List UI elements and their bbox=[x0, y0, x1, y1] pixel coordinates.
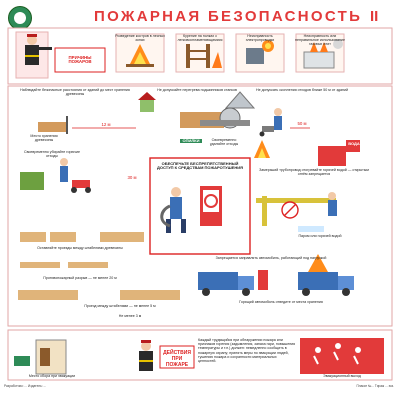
causes-sign-text: ПРИЧИНЫ ПОЖАРОВ bbox=[68, 55, 92, 65]
distance-2: 30 м bbox=[127, 175, 137, 180]
sawmill-machine bbox=[200, 107, 250, 129]
wheelbarrow-worker bbox=[259, 108, 310, 137]
firefighter-figure bbox=[25, 34, 52, 65]
distance-1: 12 м bbox=[101, 122, 111, 127]
caption-bearings: Не допускайте перегрева подшипников стан… bbox=[157, 88, 237, 92]
fire-actions-text: Каждый трудящийся при обнаружении пожара… bbox=[198, 338, 296, 364]
sawdust-sign: ОПИЛКИ bbox=[180, 138, 202, 144]
exit-label: Эвакуационный выход bbox=[323, 374, 361, 378]
water-barrel bbox=[318, 140, 360, 166]
mower-worker bbox=[20, 158, 91, 193]
burning-pile bbox=[254, 140, 270, 158]
truck-fueling bbox=[198, 270, 268, 296]
assembly-note: Место сбора при эвакуации bbox=[28, 374, 76, 378]
truck-caption: Запрещается заправлять автомобиль, работ… bbox=[215, 256, 327, 260]
caption-cleanup: Своевременно убирайте горючие отходы bbox=[23, 150, 81, 159]
stack-caption: Оставляйте проезды между штабелями древе… bbox=[37, 246, 123, 250]
fire-hose-cabinet bbox=[200, 186, 222, 226]
footer-left: Разработчик: ... Издатель: ... bbox=[4, 384, 47, 388]
firefighter-bottom bbox=[139, 340, 153, 371]
storage-label: Место хранения древесины bbox=[30, 134, 58, 143]
evacuation-scene bbox=[14, 339, 67, 375]
distance-row-3: Не менее 3 м bbox=[118, 314, 142, 318]
fire-actions-sign: ДЕЙСТВИЯ ПРИ ПОЖАРЕ bbox=[163, 350, 191, 368]
caption-smoking: Курение на полках с легковоспламеняющими… bbox=[177, 34, 223, 43]
caption-campfire: Розведение костров в лесных зонах bbox=[115, 34, 165, 43]
gas-stove-illustration bbox=[303, 39, 343, 69]
truck-burning bbox=[298, 254, 354, 296]
exit-sign-figures bbox=[300, 338, 384, 374]
sawdust-caption: Своевременно удаляйте отходы bbox=[209, 138, 239, 147]
caption-gas: Неисправность или неправильное использов… bbox=[295, 34, 345, 47]
pipe-thawing-scene bbox=[256, 192, 337, 232]
caption-electrical: Неисправность электропроводки bbox=[245, 34, 275, 43]
distance-row-1: Противопожарный разрыв — не менее 20 м bbox=[43, 276, 117, 280]
pipe-warning: Замерзший трубопровод отогревайте горяче… bbox=[259, 168, 369, 177]
electrical-illustration bbox=[246, 40, 274, 64]
emblem-icon bbox=[8, 6, 32, 30]
shelves-illustration bbox=[186, 44, 222, 68]
wood-stacks-left bbox=[18, 232, 180, 300]
page-title: ПОЖАРНАЯ БЕЗОПАСНОСТЬ bbox=[94, 8, 363, 25]
storage-scene-left bbox=[38, 92, 156, 134]
worker-with-hose bbox=[160, 187, 186, 233]
caption-distance: Наблюдайте безопасные расстояния от здан… bbox=[20, 88, 130, 97]
header: ПОЖАРНАЯ БЕЗОПАСНОСТЬ II bbox=[2, 2, 398, 30]
footer-right: Плакат №... Тираж ... экз. bbox=[356, 384, 395, 388]
truck2-caption: Горящий автомобиль отведите от места хра… bbox=[239, 300, 323, 304]
distance-row-2: Проезд между штабелями — не менее 5 м bbox=[84, 304, 156, 308]
part-number: II bbox=[370, 8, 379, 25]
campfire-illustration bbox=[126, 44, 154, 67]
caption-waste: Не допускать скопления отходов ближе 50 … bbox=[255, 88, 348, 92]
access-box-text: ОБЕСПЕЧЬТЕ БЕСПРЕПЯТСТВЕННЫЙ ДОСТУП К СР… bbox=[157, 161, 243, 171]
pipe-caption: Паром или горячей водой bbox=[298, 234, 342, 238]
distance-3: 50 м bbox=[297, 121, 307, 126]
water-label: ВОДА bbox=[348, 141, 360, 146]
